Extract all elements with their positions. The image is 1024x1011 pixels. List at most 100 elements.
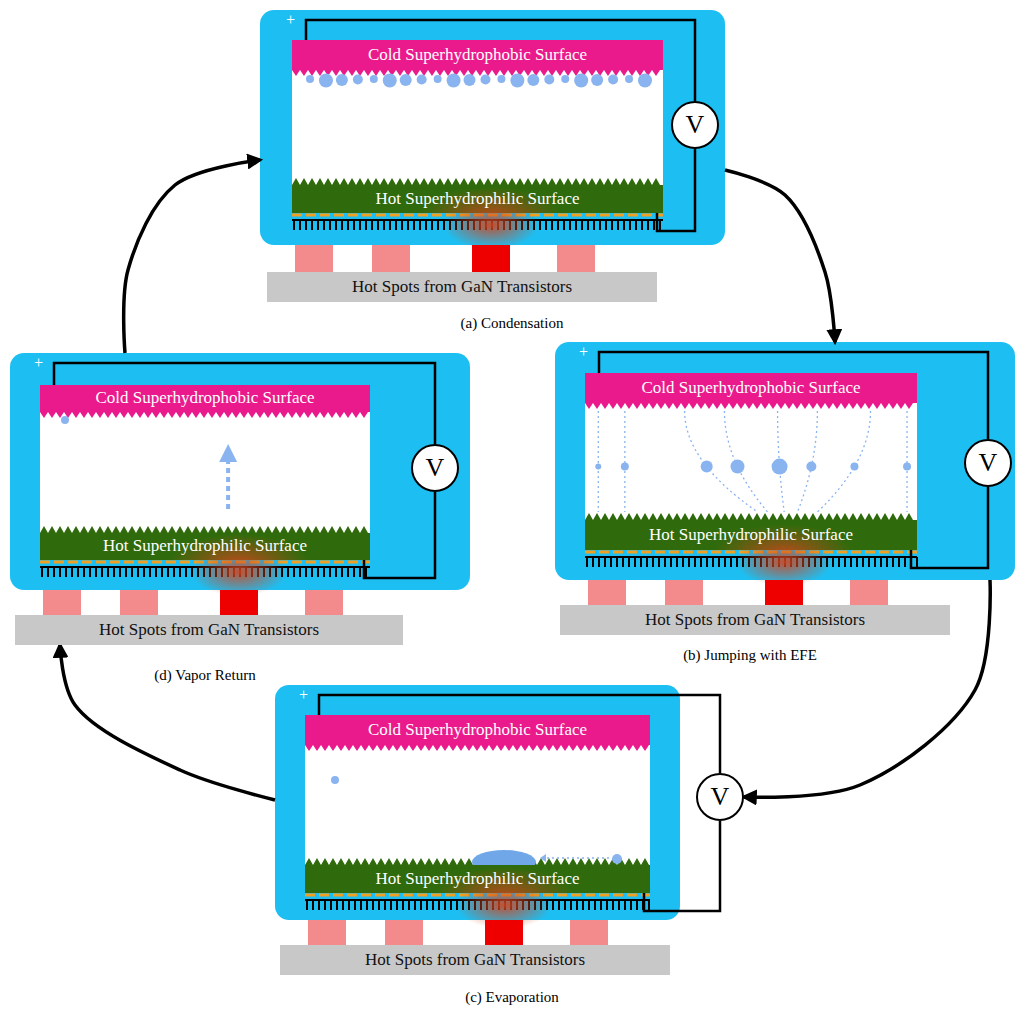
hot-spot [372,245,410,272]
panel-caption: (a) Condensation [461,315,564,331]
hot-spot [765,580,803,605]
stage-arrow [725,170,835,342]
hot-spot [308,920,346,945]
panel-illustration [275,685,680,945]
circuit-wire [319,695,720,773]
node-text: Hot Superhydrophilic Surface [103,537,307,556]
hot-spot [665,580,703,605]
node-text: Cold Superhydrophobic Surface [95,389,314,408]
chamber: + Cold Superhydrophobic SurfaceHot Superh… [275,685,680,920]
hot-spot [305,590,343,615]
vapor-gap [40,412,370,533]
panel-illustration [260,10,725,272]
node-text: Hot Superhydrophilic Surface [376,870,580,889]
circuit-wire [599,352,988,439]
panel-caption: (b) Jumping with EFE [683,647,817,663]
node-text: + [299,685,308,705]
voltmeter-circle: V [964,439,1012,487]
droplets [331,776,622,874]
droplets [595,411,911,512]
hot-spot-base: Hot Spots from GaN Transistors [15,615,403,645]
superhydrophilic-texture [292,178,663,185]
node-text: V [426,455,445,481]
hot-spot [570,920,608,945]
circuit-wire [54,363,435,444]
voltmeter-circle: V [696,773,744,821]
cold-surface-band: Cold Superhydrophobic Surface [292,40,663,70]
panel-caption-holder: (a) Condensation [312,314,712,332]
voltmeter-circle: V [411,444,459,492]
cold-surface-band: Cold Superhydrophobic Surface [585,373,917,403]
node-text: V [711,784,730,810]
node-text: Hot Superhydrophilic Surface [649,526,853,545]
chamber-housing [260,10,725,245]
voltmeter-circle: V [671,101,719,149]
hot-spot-base: Hot Spots from GaN Transistors [280,945,670,975]
chamber: + Cold Superhydrophobic SurfaceHot Superh… [555,342,1015,580]
hot-spot [588,580,626,605]
circuit-wire [364,492,435,578]
cold-surface-band: Cold Superhydrophobic Surface [305,715,650,745]
circuit-wire [911,487,988,568]
stage-arrow [124,160,260,353]
hot-spot-base: Hot Spots from GaN Transistors [267,272,657,302]
superhydrophobic-texture [585,403,917,409]
panel-caption: (d) Vapor Return [154,667,255,683]
hot-spot [485,920,523,945]
node-text: Hot Spots from GaN Transistors [352,278,572,297]
node-text: V [686,112,705,138]
hot-spot [385,920,423,945]
node-text: + [34,353,43,373]
hot-spot [295,245,333,272]
hot-surface-band: Hot Superhydrophilic Surface [40,533,370,560]
node-text: Hot Superhydrophilic Surface [376,190,580,209]
panel-caption-holder: (d) Vapor Return [5,666,405,684]
chamber-housing [555,342,1015,580]
panel-illustration [555,342,1015,605]
droplets [306,74,652,88]
stage-arrow [60,645,275,800]
node-text: V [979,450,998,476]
hot-spot [850,580,888,605]
hot-surface-band: Hot Superhydrophilic Surface [585,520,917,550]
cold-surface-band: Cold Superhydrophobic Surface [40,385,370,412]
chamber-housing [10,353,470,590]
hot-spot [557,245,595,272]
panel-caption-holder: (b) Jumping with EFE [550,646,950,664]
hot-spot [472,245,510,272]
vapor-gap [292,70,663,185]
panel-illustration [10,353,470,615]
panel-caption-holder: (c) Evaporation [312,988,712,1006]
hot-spot [220,590,258,615]
superhydrophilic-texture [585,513,917,520]
node-text: Cold Superhydrophobic Surface [368,46,587,65]
node-text: Hot Spots from GaN Transistors [99,621,319,640]
circuit-wire [644,821,720,911]
vapor-gap [305,745,650,865]
hot-surface-band: Hot Superhydrophilic Surface [292,185,663,213]
node-text: Hot Spots from GaN Transistors [645,611,865,630]
chamber: + Cold Superhydrophobic SurfaceHot Superh… [260,10,725,245]
superhydrophobic-texture [305,745,650,751]
chamber-housing [275,685,680,920]
node-text: Hot Spots from GaN Transistors [365,951,585,970]
superhydrophobic-texture [292,70,663,76]
panel-caption: (c) Evaporation [465,989,559,1005]
hot-spot [120,590,158,615]
node-text: Cold Superhydrophobic Surface [368,721,587,740]
hot-spot-base: Hot Spots from GaN Transistors [560,605,950,635]
chamber: + Cold Superhydrophobic SurfaceHot Superh… [10,353,470,590]
node-text: + [579,342,588,362]
droplets [61,416,237,509]
node-text: + [286,10,295,30]
superhydrophilic-texture [40,526,370,533]
superhydrophobic-texture [40,412,370,418]
node-text: Cold Superhydrophobic Surface [641,379,860,398]
vapor-gap [585,403,917,520]
hot-spot [43,590,81,615]
hot-surface-band: Hot Superhydrophilic Surface [305,865,650,893]
